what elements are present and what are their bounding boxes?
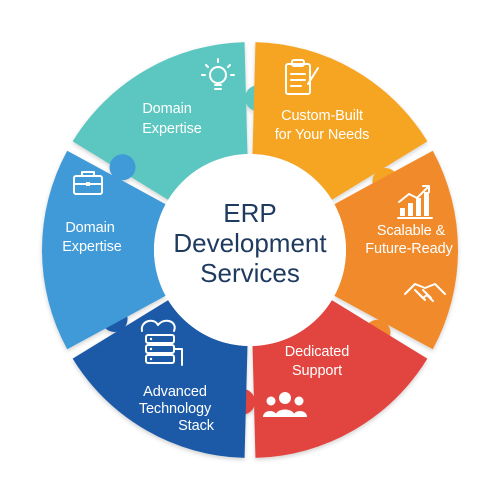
segment-label-line-2: Technology: [139, 401, 212, 417]
segment-top-left-label: Domain Expertise: [142, 101, 202, 137]
segment-label-line-2: Expertise: [142, 121, 202, 137]
bar-chart-growth-icon: [397, 185, 433, 219]
segment-label-line-1: Domain: [65, 220, 114, 236]
segment-left-label: Domain Expertise: [62, 220, 122, 255]
segment-left-knob: [109, 154, 136, 181]
segment-label-line-1: Advanced: [143, 384, 207, 400]
segment-label-line-1: Scalable &: [377, 223, 446, 239]
segment-left: [41, 150, 166, 350]
center-disc: [154, 154, 346, 346]
center-title-line-1: ERP: [223, 198, 276, 228]
people-group-icon: [263, 392, 307, 417]
segment-label-line-2: for Your Needs: [275, 127, 370, 143]
server-cloud-icon: [140, 319, 183, 366]
segment-label-line-1: Custom-Built: [281, 108, 363, 124]
segment-label-line-1: Domain: [142, 101, 191, 117]
segment-label-line-3: Stack: [178, 418, 215, 434]
segment-label-line-2: Future-Ready: [365, 241, 453, 257]
segment-bottom-right: [252, 300, 428, 458]
briefcase-icon: [73, 171, 103, 195]
segment-top-right: [252, 42, 428, 200]
center-title-line-3: Services: [200, 258, 300, 288]
lightbulb-icon: [201, 58, 235, 90]
segment-top-right-label: Custom-Built for Your Needs: [275, 108, 370, 143]
segment-bottom-right-label: Dedicated Support: [285, 344, 350, 379]
segment-label-line-2: Support: [292, 363, 342, 379]
segment-label-line-1: Dedicated: [285, 344, 349, 360]
segment-label-line-2: Expertise: [62, 239, 122, 255]
segment-right-label: Scalable & Future-Ready: [365, 223, 453, 257]
handshake-icon: [404, 283, 446, 302]
clipboard-pencil-icon: [285, 59, 319, 95]
center-title-line-2: Development: [173, 228, 327, 258]
segments-layer: [41, 42, 458, 458]
segment-bottom-left: [72, 300, 248, 458]
segment-bottom-left-label: Advanced Technology Stack: [139, 384, 215, 434]
